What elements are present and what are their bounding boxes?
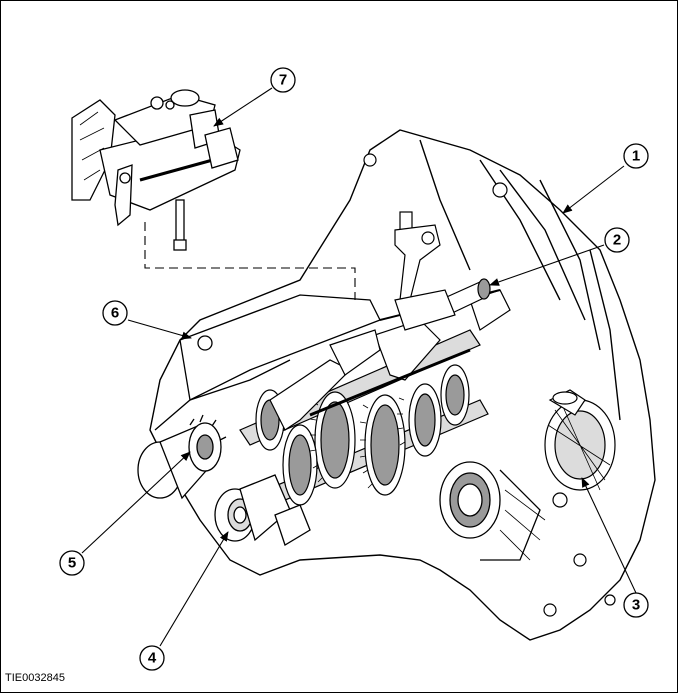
output-flange	[439, 461, 546, 561]
callout-6: 6	[102, 300, 128, 326]
callout-leaders	[81, 87, 637, 647]
gear-case-cover	[154, 294, 381, 431]
differential	[544, 389, 616, 491]
callout-1: 1	[623, 143, 649, 169]
assembly-leader	[144, 222, 356, 300]
svg-text:7: 7	[279, 72, 287, 89]
gear-train	[229, 289, 511, 521]
svg-text:2: 2	[613, 232, 621, 249]
upper-shaft	[394, 278, 491, 331]
callout-7: 7	[270, 67, 296, 93]
figure-id-label: TIE0032845	[5, 672, 65, 684]
housing-bolts	[363, 153, 616, 617]
svg-text:5: 5	[68, 555, 76, 572]
svg-text:3: 3	[632, 597, 640, 614]
svg-text:4: 4	[148, 650, 157, 667]
input-shaft-end	[137, 414, 227, 500]
svg-text:1: 1	[632, 148, 640, 165]
callout-3: 3	[623, 592, 649, 618]
svg-text:6: 6	[111, 305, 119, 322]
callout-2: 2	[604, 227, 630, 253]
output-shaft-end	[214, 474, 311, 546]
shift-mechanism	[71, 89, 241, 251]
callout-5: 5	[59, 550, 85, 576]
callout-4: 4	[139, 645, 165, 671]
